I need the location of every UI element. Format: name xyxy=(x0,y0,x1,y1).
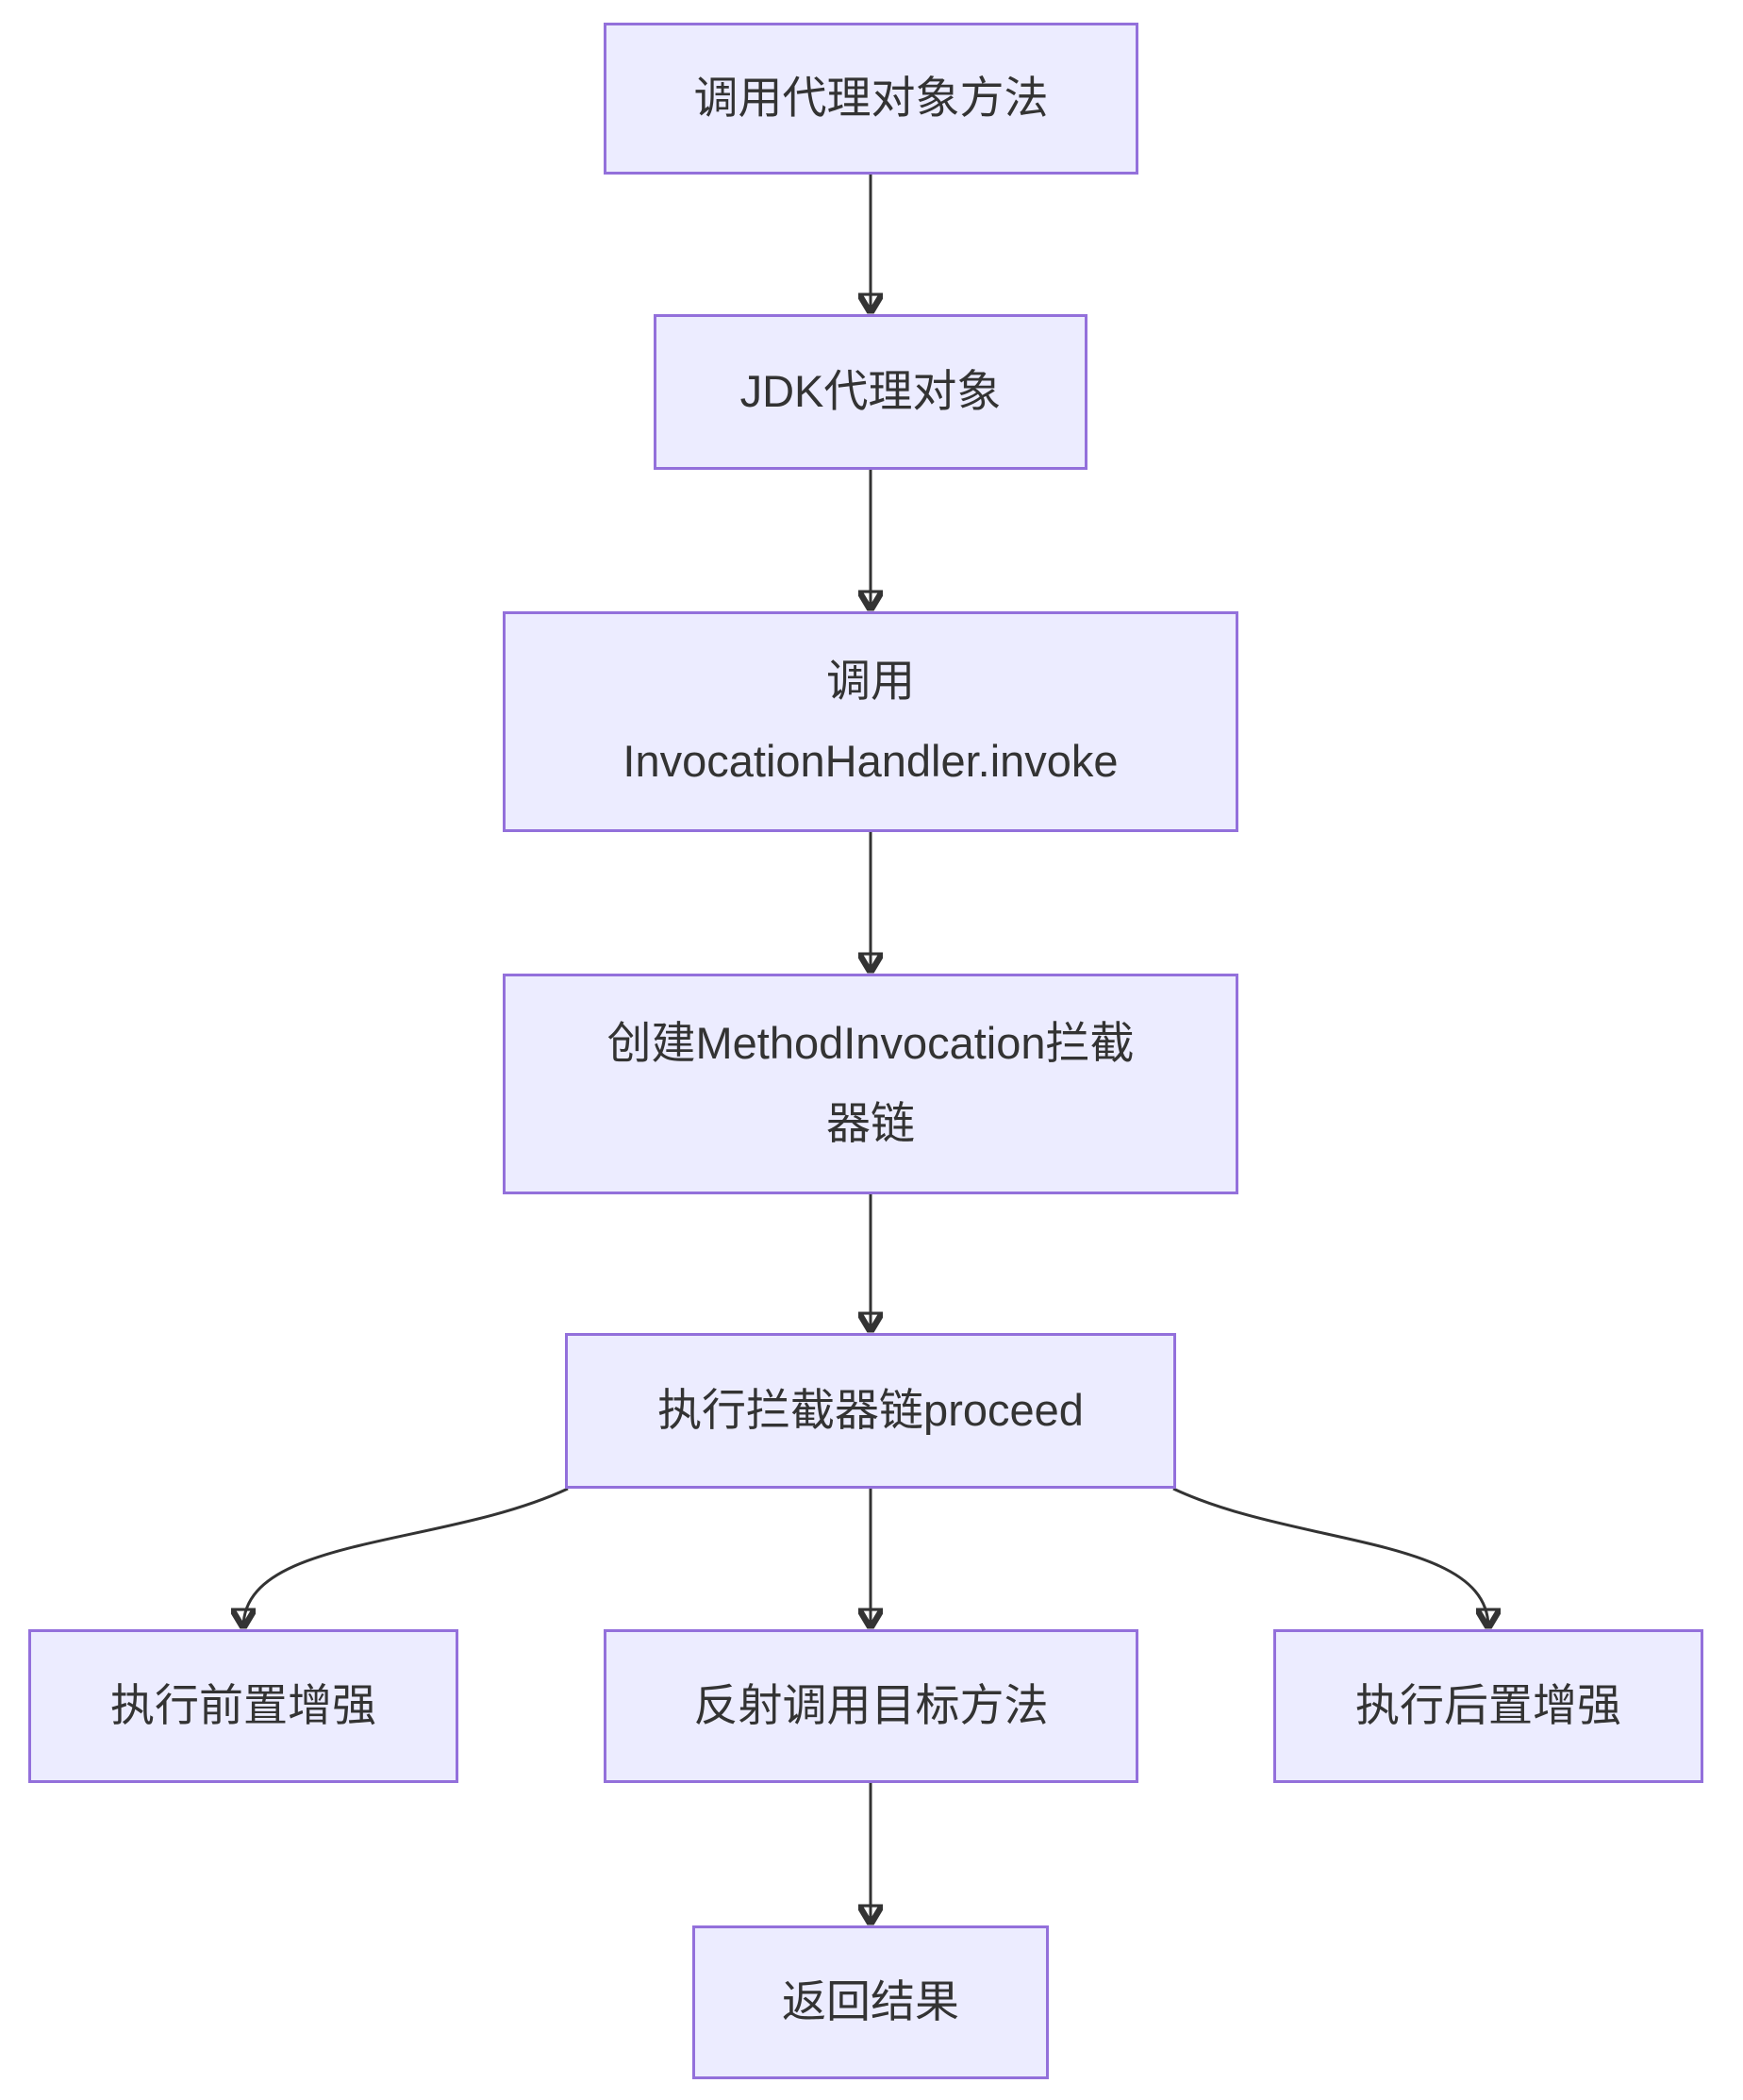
node-label: 执行前置增强 xyxy=(110,1680,376,1731)
node-label: 返回结果 xyxy=(782,1976,959,2027)
node-jdk-proxy-object: JDK代理对象 xyxy=(654,314,1087,470)
node-label: 执行拦截器链proceed xyxy=(657,1385,1084,1436)
node-label: 调用代理对象方法 xyxy=(693,73,1049,124)
node-call-invocationhandler-invoke: 调用 InvocationHandler.invoke xyxy=(503,611,1238,832)
node-reflective-call-target-method: 反射调用目标方法 xyxy=(604,1629,1138,1783)
edge-proceed-to-before-advice xyxy=(243,1487,569,1627)
node-return-result: 返回结果 xyxy=(692,1925,1049,2079)
node-label: JDK代理对象 xyxy=(739,366,1002,417)
node-execute-after-advice: 执行后置增强 xyxy=(1273,1629,1703,1783)
node-label-line: 创建MethodInvocation拦截 xyxy=(606,1018,1135,1069)
edge-proceed-to-after-advice xyxy=(1172,1487,1488,1627)
node-label-line: 调用 xyxy=(826,656,915,707)
node-label: 反射调用目标方法 xyxy=(693,1680,1049,1731)
node-label: 执行后置增强 xyxy=(1355,1680,1621,1731)
node-label-line: 器链 xyxy=(826,1098,915,1148)
node-label-line: InvocationHandler.invoke xyxy=(622,736,1119,786)
node-execute-before-advice: 执行前置增强 xyxy=(28,1629,458,1783)
node-execute-interceptor-chain-proceed: 执行拦截器链proceed xyxy=(565,1333,1176,1489)
node-call-proxy-object-method: 调用代理对象方法 xyxy=(604,23,1138,175)
node-create-methodinvocation-interceptor-chain: 创建MethodInvocation拦截 器链 xyxy=(503,974,1238,1194)
